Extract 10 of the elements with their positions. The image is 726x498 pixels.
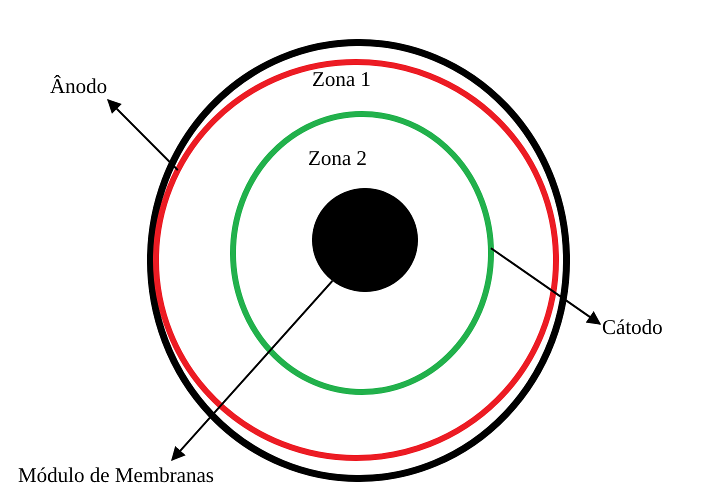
- leader-arrow: [107, 99, 178, 171]
- zone-label: Zona 2: [308, 145, 367, 171]
- leader-arrow: [490, 247, 602, 325]
- filled-disk: [311, 187, 419, 293]
- zone-label: Zona 1: [312, 66, 371, 92]
- ring: [229, 110, 495, 396]
- node-label: Módulo de Membranas: [18, 462, 214, 488]
- node-label: Ânodo: [50, 73, 108, 99]
- node-label: Cátodo: [602, 314, 663, 340]
- leader-arrow: [171, 280, 334, 462]
